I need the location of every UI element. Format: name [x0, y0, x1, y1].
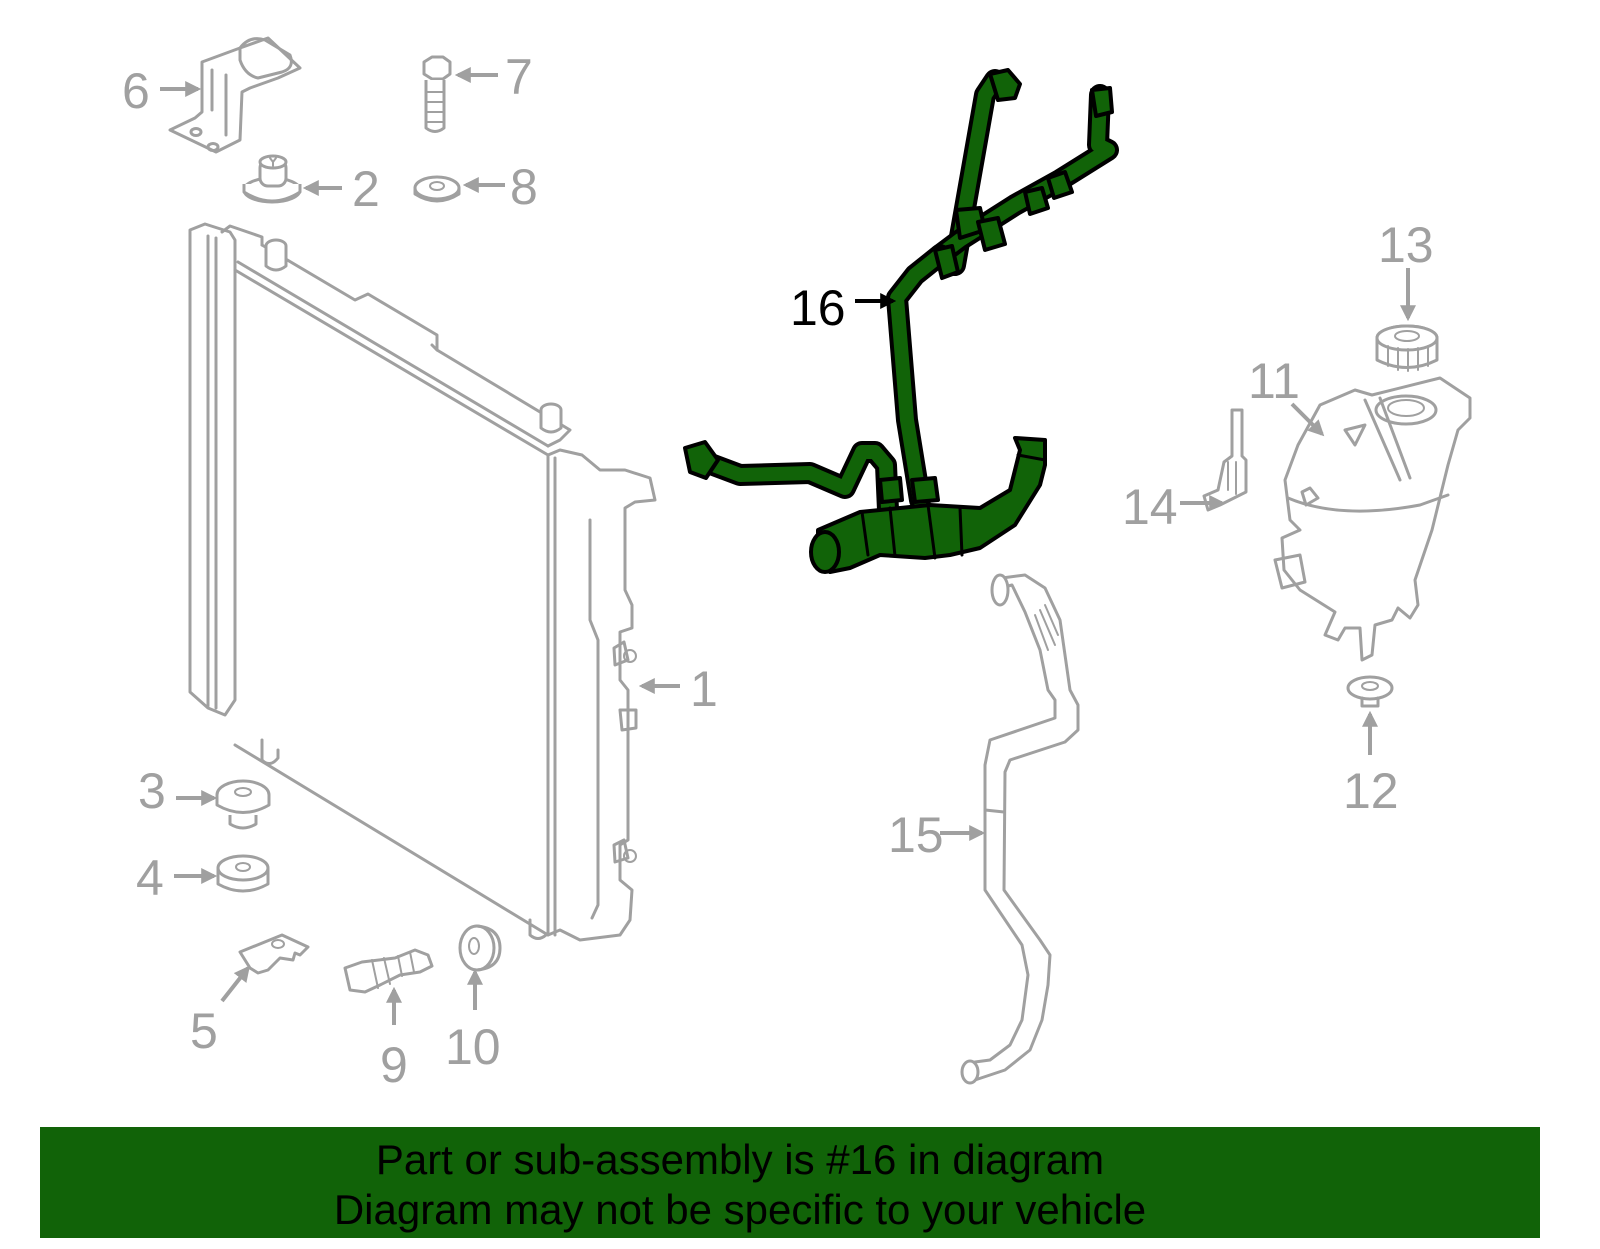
callout-8[interactable]: 8 [510, 159, 538, 215]
part-15-overflow-hose-icon[interactable] [960, 573, 1080, 1085]
banner-part-note: Part or sub-assembly is #16 in diagram [375, 1136, 1105, 1183]
part-4-insulator-icon[interactable] [216, 854, 270, 893]
banner-disclaimer: Diagram may not be specific to your vehi… [333, 1186, 1147, 1233]
callout-9[interactable]: 9 [380, 1037, 408, 1093]
callout-6[interactable]: 6 [122, 63, 150, 119]
part-2-bushing-icon[interactable] [242, 154, 302, 204]
part-9-drain-plug-icon[interactable] [343, 948, 434, 994]
part-5-clip-icon[interactable] [238, 933, 310, 975]
part-13-cap-icon[interactable] [1375, 324, 1439, 372]
callout-12[interactable]: 12 [1343, 763, 1399, 819]
part-14-sensor-icon[interactable] [1202, 408, 1248, 512]
part-1-radiator-icon[interactable] [188, 222, 657, 942]
callout-15[interactable]: 15 [888, 807, 944, 863]
callout-7[interactable]: 7 [505, 49, 533, 105]
part-6-bracket-icon[interactable] [168, 36, 302, 154]
part-12-grommet-icon[interactable] [1346, 675, 1394, 708]
part-11-reservoir-icon[interactable] [1273, 376, 1472, 662]
callout-2[interactable]: 2 [352, 161, 380, 217]
callout-4[interactable]: 4 [136, 850, 164, 906]
callout-5[interactable]: 5 [190, 1003, 218, 1059]
part-8-washer-icon[interactable] [413, 175, 461, 203]
part-16-hose-assembly-icon[interactable] [683, 68, 1119, 574]
callout-14[interactable]: 14 [1122, 479, 1178, 535]
part-3-bushing-icon[interactable] [215, 779, 271, 830]
callout-13[interactable]: 13 [1378, 217, 1434, 273]
callout-3[interactable]: 3 [138, 763, 166, 819]
part-7-bolt-icon[interactable] [422, 55, 452, 133]
callout-16[interactable]: 16 [790, 280, 846, 336]
callout-10[interactable]: 10 [445, 1019, 501, 1075]
part-10-grommet-icon[interactable] [458, 924, 502, 972]
callout-1[interactable]: 1 [690, 661, 718, 717]
callout-11[interactable]: 11 [1248, 353, 1300, 409]
info-banner: Part or sub-assembly is #16 in diagram D… [40, 1127, 1540, 1238]
